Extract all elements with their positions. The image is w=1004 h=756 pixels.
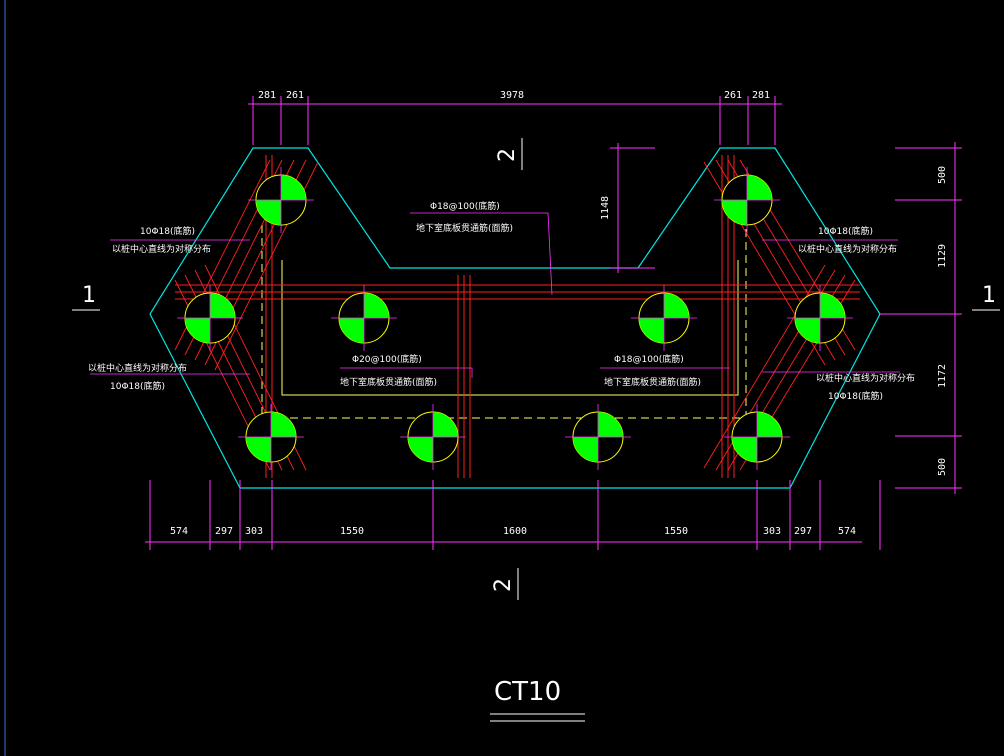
drawing-title: CT10	[494, 677, 561, 707]
note-upper-right-line1: 10Φ18(底筋)	[818, 225, 873, 237]
note-center-top: Φ18@100(底筋) 地下室底板贯通筋(面筋)	[416, 200, 513, 234]
pile	[400, 404, 466, 470]
bottom-dim-6: 1550	[664, 526, 688, 537]
top-dim-1: 281	[258, 90, 276, 101]
top-dim-5: 281	[752, 90, 770, 101]
dimension-lines	[145, 96, 962, 550]
top-dim-4: 261	[724, 90, 742, 101]
note-center-left: Φ20@100(底筋) 地下室底板贯通筋(面筋)	[340, 353, 437, 388]
note-lower-left-line1: 以桩中心直线为对称分布	[88, 362, 187, 374]
pile	[177, 285, 243, 351]
right-dim-4: 500	[937, 458, 948, 476]
bottom-dimensions: 574 297 303 1550 1600 1550 303 297 574	[170, 526, 856, 537]
pile-cap-outline	[149, 147, 881, 489]
pile	[631, 285, 697, 351]
horizontal-rebar	[175, 284, 860, 300]
right-dim-2: 1129	[937, 244, 948, 268]
right-dim-3: 1172	[937, 364, 948, 388]
bottom-dim-9: 574	[838, 526, 856, 537]
pile	[787, 285, 853, 351]
note-upper-right: 10Φ18(底筋) 以桩中心直线为对称分布	[798, 225, 897, 255]
top-dimensions: 281 261 3978 261 281	[258, 90, 770, 101]
bottom-dim-8: 297	[794, 526, 812, 537]
bottom-dim-3: 303	[245, 526, 263, 537]
pile	[238, 404, 304, 470]
bottom-dim-4: 1550	[340, 526, 364, 537]
right-dimensions: 500 1129 1172 500 1148	[600, 166, 948, 476]
bottom-dim-1: 574	[170, 526, 188, 537]
section-label-right: 1	[982, 283, 996, 308]
pile	[724, 404, 790, 470]
note-upper-left-line2: 以桩中心直线为对称分布	[112, 243, 211, 255]
note-upper-left-line1: 10Φ18(底筋)	[140, 225, 195, 237]
note-center-right-line1: Φ18@100(底筋)	[614, 353, 684, 365]
wall-hidden-lines	[261, 225, 747, 419]
section-label-left: 1	[82, 283, 96, 308]
note-center-right-line2: 地下室底板贯通筋(面筋)	[604, 376, 701, 388]
piles-group	[177, 167, 853, 470]
top-dim-3: 3978	[500, 90, 524, 101]
bottom-dim-2: 297	[215, 526, 233, 537]
note-lower-left-line2: 10Φ18(底筋)	[110, 380, 165, 392]
note-center-right: Φ18@100(底筋) 地下室底板贯通筋(面筋)	[604, 353, 701, 388]
section-label-bottom: 2	[491, 578, 516, 592]
right-dim-1: 500	[937, 166, 948, 184]
pile	[565, 404, 631, 470]
section-marks	[72, 138, 1000, 600]
note-lower-right: 以桩中心直线为对称分布 10Φ18(底筋)	[816, 372, 915, 402]
note-lower-right-line1: 以桩中心直线为对称分布	[816, 372, 915, 384]
note-center-left-line2: 地下室底板贯通筋(面筋)	[340, 376, 437, 388]
pile	[714, 167, 780, 233]
note-upper-left: 10Φ18(底筋) 以桩中心直线为对称分布	[112, 225, 211, 255]
note-center-left-line1: Φ20@100(底筋)	[352, 353, 422, 365]
notch-dim: 1148	[600, 196, 611, 220]
bottom-dim-7: 303	[763, 526, 781, 537]
note-lower-right-line2: 10Φ18(底筋)	[828, 390, 883, 402]
pile	[248, 167, 314, 233]
note-center-top-line2: 地下室底板贯通筋(面筋)	[416, 222, 513, 234]
note-upper-right-line2: 以桩中心直线为对称分布	[798, 243, 897, 255]
note-lower-left: 以桩中心直线为对称分布 10Φ18(底筋)	[88, 362, 187, 392]
pile	[331, 285, 397, 351]
top-dim-2: 261	[286, 90, 304, 101]
note-center-top-line1: Φ18@100(底筋)	[430, 200, 500, 212]
section-label-top: 2	[495, 148, 520, 162]
leader-lines	[90, 212, 900, 378]
bottom-dim-5: 1600	[503, 526, 527, 537]
